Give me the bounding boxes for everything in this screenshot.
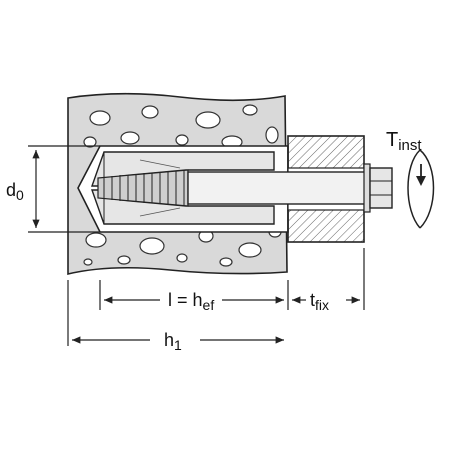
depth-label: h1: [164, 330, 182, 353]
hex-head: [369, 167, 393, 209]
fixture-thickness-label: tfix: [310, 290, 329, 313]
diameter-label: d0: [6, 180, 24, 203]
torque-label-main: T: [386, 129, 398, 151]
diameter-dimension: [28, 145, 100, 233]
torque-label-sub: inst: [398, 137, 422, 154]
embedment-label-main: l = h: [168, 290, 203, 310]
torque-rotation-arrow: [407, 149, 435, 229]
fixture-label-sub: fix: [315, 297, 329, 313]
depth-label-sub: 1: [174, 337, 182, 353]
diameter-label-main: d: [6, 180, 16, 200]
threaded-cone: [97, 169, 189, 207]
embedment-label-sub: ef: [203, 297, 215, 313]
depth-label-main: h: [164, 330, 174, 350]
embedment-label: l = hef: [168, 290, 214, 313]
washer: [363, 163, 371, 213]
embedment-dimension: [99, 248, 365, 310]
fixture-label-main: t: [310, 290, 315, 310]
bolt-shank: [187, 171, 369, 205]
torque-label: Tinst: [386, 129, 422, 154]
depth-dimension: [67, 280, 284, 346]
diameter-label-sub: 0: [16, 187, 24, 203]
